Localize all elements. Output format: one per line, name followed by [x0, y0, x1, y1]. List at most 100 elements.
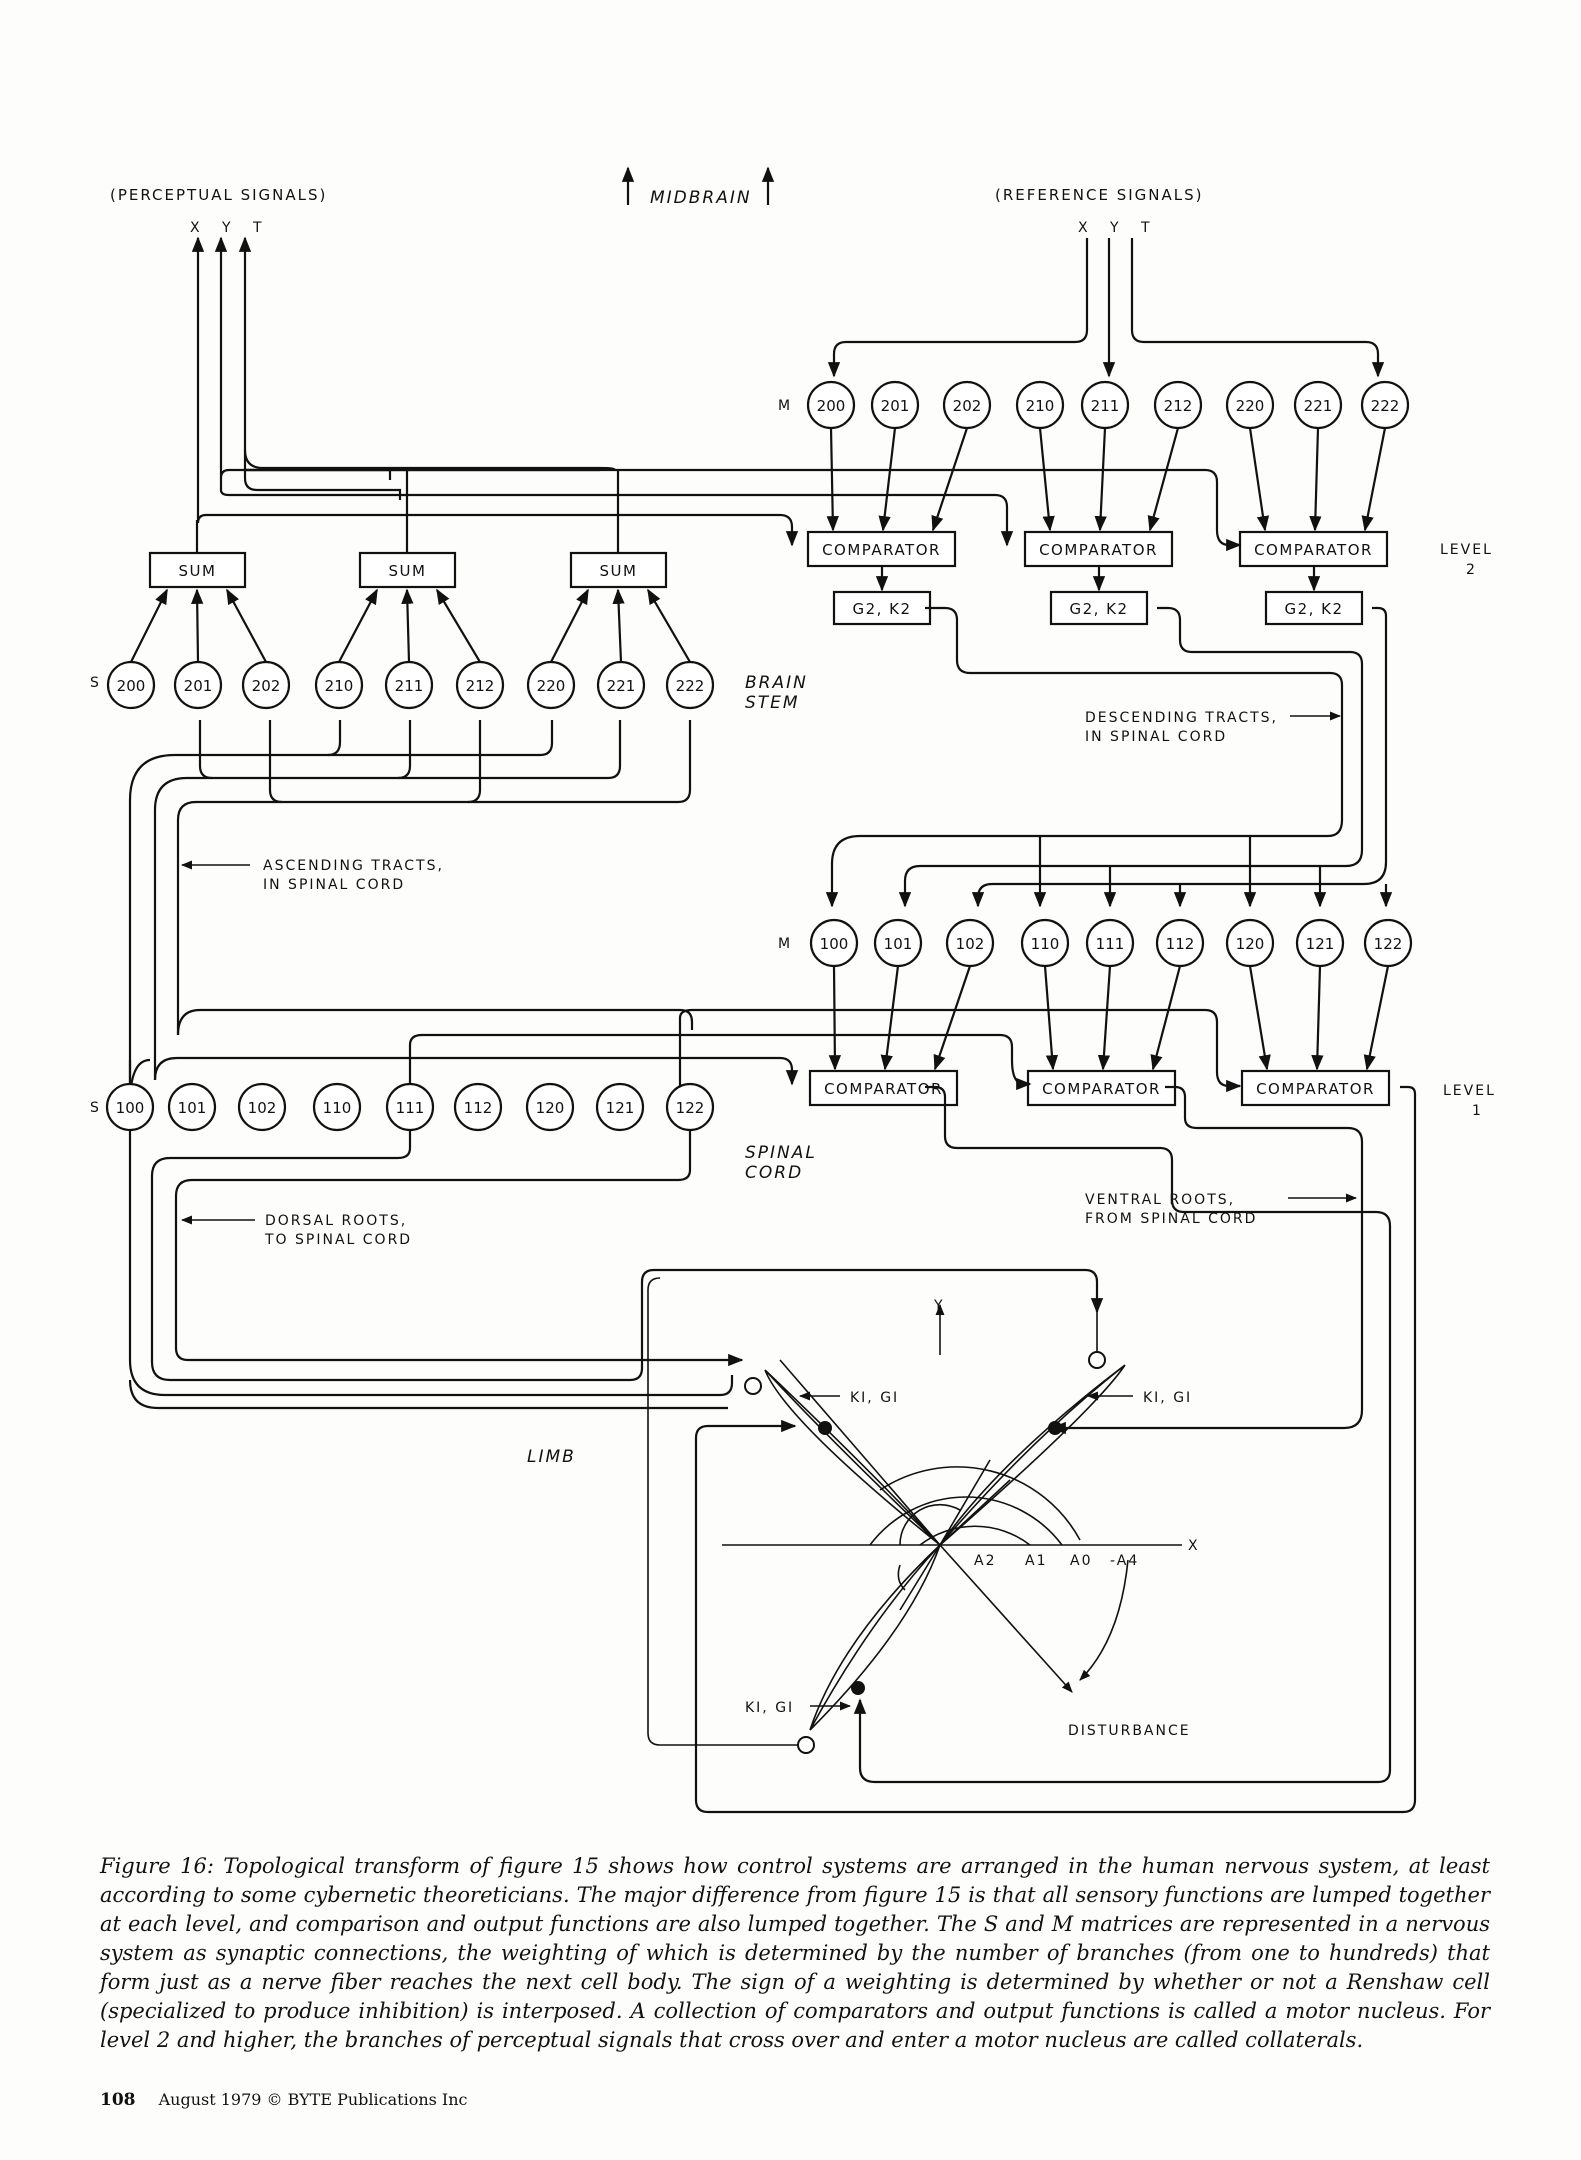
level2-m-label: M: [778, 398, 792, 414]
m1-node-110-label: 110: [1031, 935, 1060, 953]
perceptual-wires: [191, 238, 617, 520]
level2-comparator-1-label: COMPARATOR: [822, 541, 941, 559]
xyt-left-label: X Y T: [190, 220, 271, 236]
m1-node-120-label: 120: [1236, 935, 1265, 953]
s2-node-200: 200: [106, 660, 156, 710]
s2-node-211-label: 211: [395, 677, 424, 695]
level2-comparator-2: COMPARATOR: [1023, 530, 1174, 568]
ventral-label-1: VENTRAL ROOTS,: [1085, 1192, 1235, 1208]
s1-node-100: 100: [105, 1082, 155, 1132]
sum-box-1-label: SUM: [179, 562, 217, 580]
m2-node-201: 201: [870, 380, 920, 430]
brain-stem-label-1: BRAIN: [745, 673, 808, 693]
s1-node-102-label: 102: [248, 1099, 277, 1117]
angle-label-2: A0: [1070, 1553, 1092, 1569]
sum-box-1: SUM: [148, 551, 247, 589]
level1-m-label: M: [778, 936, 792, 952]
x-axis-label: X: [1188, 1538, 1200, 1554]
ventral-label-2: FROM SPINAL CORD: [1085, 1211, 1257, 1227]
m1-node-121-label: 121: [1306, 935, 1335, 953]
m2-node-212-label: 212: [1164, 397, 1193, 415]
level2-collaterals: [196, 468, 1242, 552]
m2-node-211: 211: [1080, 380, 1130, 430]
m2-node-210-label: 210: [1026, 397, 1055, 415]
gain-label-right: KI, GI: [1143, 1390, 1192, 1406]
m2-node-210: 210: [1015, 380, 1065, 430]
m2-node-221-label: 221: [1304, 397, 1333, 415]
s1-node-122-label: 122: [676, 1099, 705, 1117]
m1-node-110: 110: [1020, 918, 1070, 968]
m1-node-100-label: 100: [820, 935, 849, 953]
level2-comparator-3: COMPARATOR: [1238, 530, 1389, 568]
m2-node-221: 221: [1293, 380, 1343, 430]
level2-gain-box-2-label: G2, K2: [1069, 600, 1128, 618]
s2-node-202-label: 202: [252, 677, 281, 695]
m1-node-101: 101: [873, 918, 923, 968]
level2-gain-box-3: G2, K2: [1264, 590, 1364, 626]
midbrain-label: MIDBRAIN: [650, 188, 752, 208]
s2-node-211: 211: [384, 660, 434, 710]
level2-sum-boxes: SUM SUM SUM: [148, 470, 668, 589]
s2-node-212: 212: [455, 660, 505, 710]
descending-label-1: DESCENDING TRACTS,: [1085, 710, 1278, 726]
level1-label-line1: LEVEL: [1443, 1083, 1496, 1099]
level2-comparators: COMPARATOR G2, K2 COMPARATOR G2, K2 COMPARAT…: [806, 427, 1389, 626]
figure-caption: Figure 16: Topological transform of figu…: [100, 1854, 1490, 2052]
sum-box-3: SUM: [569, 551, 668, 589]
s2-node-222: 222: [665, 660, 715, 710]
s2-node-220: 220: [526, 660, 576, 710]
level1-comparator-3: COMPARATOR: [1240, 1069, 1391, 1107]
m1-node-112: 112: [1155, 918, 1205, 968]
m1-node-112-label: 112: [1166, 935, 1195, 953]
page-footer: 108 August 1979 © BYTE Publications Inc: [100, 2090, 468, 2110]
y-axis-label: Y: [933, 1298, 945, 1314]
s2-node-221-label: 221: [607, 677, 636, 695]
page-number: 108: [100, 2090, 136, 2110]
s2-node-221: 221: [596, 660, 646, 710]
level1-comparator-2: COMPARATOR: [1026, 1069, 1177, 1107]
level2-comparator-1: COMPARATOR: [806, 530, 957, 568]
m1-node-122: 122: [1363, 918, 1413, 968]
s1-node-120: 120: [525, 1082, 575, 1132]
level2-gain-box-1-label: G2, K2: [852, 600, 911, 618]
level1-comparator-2-label: COMPARATOR: [1042, 1080, 1161, 1098]
s1-node-111: 111: [385, 1082, 435, 1132]
sum-box-2: SUM: [358, 551, 457, 589]
m1-node-121: 121: [1295, 918, 1345, 968]
s1-node-100-label: 100: [116, 1099, 145, 1117]
level2-s-label: S: [90, 675, 101, 691]
m1-node-100: 100: [809, 918, 859, 968]
m2-node-200: 200: [806, 380, 856, 430]
descending-tracts: [825, 606, 1388, 908]
s1-node-101: 101: [167, 1082, 217, 1132]
m2-node-220-label: 220: [1236, 397, 1265, 415]
ascending-tracts: [128, 720, 692, 1105]
perceptual-signals-label: (PERCEPTUAL SIGNALS): [110, 186, 327, 204]
ventral-roots: [694, 1085, 1417, 1814]
m2-node-200-label: 200: [817, 397, 846, 415]
level1-label-line2: 1: [1472, 1103, 1483, 1119]
m1-node-120: 120: [1225, 918, 1275, 968]
descending-label-2: IN SPINAL CORD: [1085, 729, 1227, 745]
s1-node-122: 122: [665, 1082, 715, 1132]
dorsal-label-2: TO SPINAL CORD: [264, 1232, 412, 1248]
level2-label-line2: 2: [1466, 562, 1477, 578]
level2-label-line1: LEVEL: [1440, 542, 1493, 558]
s1-node-112-label: 112: [464, 1099, 493, 1117]
sum-box-3-label: SUM: [600, 562, 638, 580]
m2-node-211-label: 211: [1091, 397, 1120, 415]
m2-node-220: 220: [1225, 380, 1275, 430]
m1-node-102-label: 102: [956, 935, 985, 953]
m1-node-111: 111: [1085, 918, 1135, 968]
brain-stem-label-2: STEM: [745, 693, 800, 713]
level1-s-label: S: [90, 1100, 101, 1116]
s1-node-110-label: 110: [323, 1099, 352, 1117]
ascending-label-2: IN SPINAL CORD: [263, 877, 405, 893]
m2-node-201-label: 201: [881, 397, 910, 415]
s1-node-120-label: 120: [536, 1099, 565, 1117]
